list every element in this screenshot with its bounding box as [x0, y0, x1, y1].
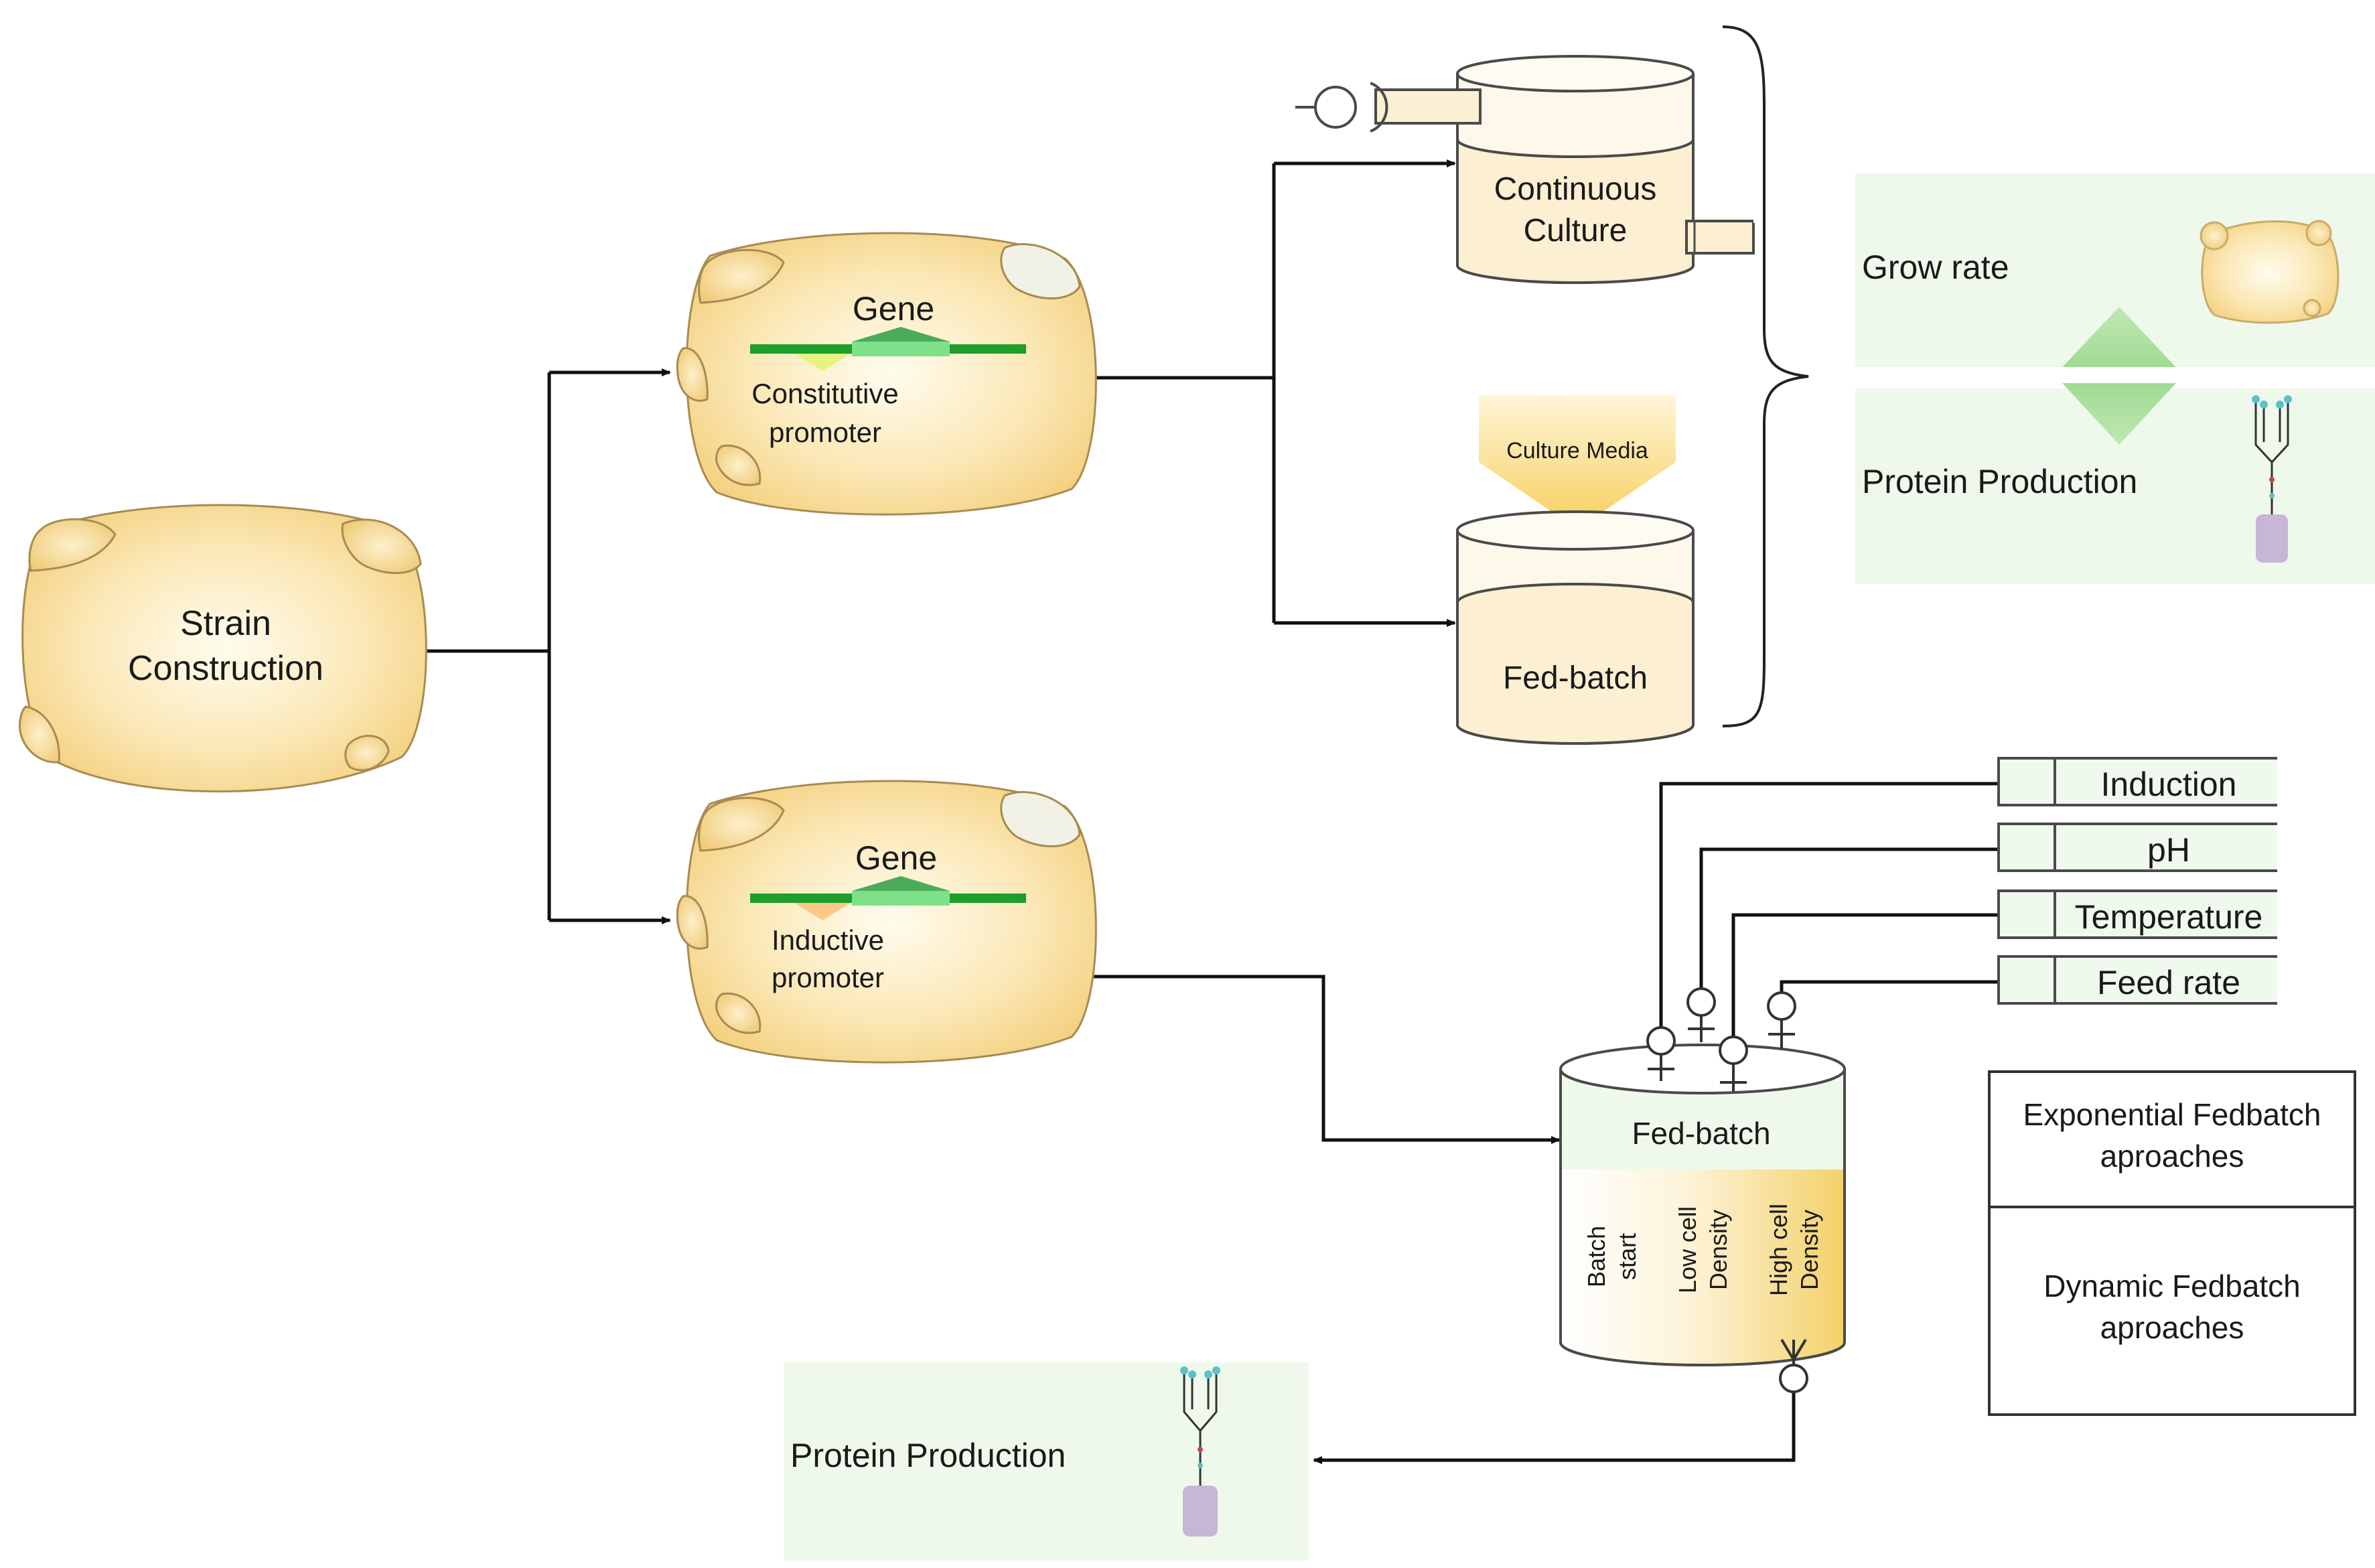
- ph-label: pH: [2147, 831, 2190, 869]
- phase-batch-start: Batch start: [1583, 1226, 1641, 1287]
- gene-label: Gene: [853, 290, 934, 328]
- induction-probe-icon: [1646, 1026, 1676, 1081]
- sensor-probes: [1646, 987, 1808, 1393]
- protein-molecule-icon: [1180, 1366, 1220, 1537]
- constitutive-promoter-line1: Constitutive: [751, 378, 898, 409]
- bud-icon: [341, 518, 422, 575]
- temperature-line: [1731, 913, 1999, 1037]
- exponential-fedbatch-line2: aproaches: [2100, 1139, 2244, 1173]
- inductive-cell: Gene Inductive promoter: [676, 780, 1097, 1064]
- temperature-probe-icon: [1719, 1036, 1748, 1092]
- dynamic-fedbatch-line1: Dynamic Fedbatch: [2043, 1269, 2301, 1303]
- culture-media-arrow: Culture Media: [1479, 395, 1676, 529]
- ph-control: pH: [1997, 823, 2283, 872]
- culture-media-label: Culture Media: [1506, 438, 1648, 464]
- inductive-promoter-line2: promoter: [772, 962, 884, 993]
- connectors: [422, 159, 1999, 1464]
- outcome-panel: Grow rate Protein Production: [1855, 173, 2375, 584]
- strain-construction-line2: Construction: [128, 649, 323, 688]
- fed-batch-top-label: Fed-batch: [1503, 660, 1648, 696]
- continuous-culture-line1: Continuous: [1494, 171, 1657, 207]
- approaches-box: Exponential Fedbatch aproaches Dynamic F…: [1988, 1070, 2356, 1416]
- phase-low-cell-line2: Density: [1705, 1210, 1732, 1290]
- continuous-culture-reactor: Continuous Culture: [1295, 55, 1756, 284]
- constitutive-promoter-line2: promoter: [769, 417, 881, 448]
- phase-batch-start-line2: start: [1613, 1233, 1641, 1280]
- bud-icon: [28, 518, 117, 572]
- phase-high-cell-density: High cell Density: [1765, 1204, 1823, 1296]
- vacuole-icon: [1000, 791, 1081, 847]
- strain-construction-line1: Strain: [180, 604, 271, 643]
- phase-low-cell-density: Low cell Density: [1674, 1206, 1732, 1293]
- induction-label: Induction: [2101, 766, 2237, 803]
- induction-control: Induction: [1997, 757, 2283, 806]
- bud-icon: [698, 796, 785, 852]
- phase-high-cell-line1: High cell: [1765, 1204, 1792, 1296]
- grow-rate-label: Grow rate: [1862, 248, 2009, 286]
- fed-batch-bottom-label: Fed-batch: [1632, 1116, 1770, 1151]
- protein-production-panel-bottom: Protein Production: [784, 1362, 1309, 1561]
- gene-label: Gene: [855, 839, 937, 877]
- feed-rate-probe-icon: [1767, 991, 1796, 1049]
- bud-icon: [19, 705, 60, 764]
- phase-low-cell-line1: Low cell: [1674, 1206, 1701, 1293]
- bud-icon: [715, 444, 762, 486]
- continuous-culture-line2: Culture: [1524, 213, 1628, 248]
- gene-construct-icon: [750, 876, 1026, 920]
- curly-brace: [1722, 25, 1809, 727]
- constitutive-cell: Gene Constitutive promoter: [676, 232, 1097, 516]
- ph-line: [1699, 847, 1999, 989]
- protein-molecule-icon: [2252, 395, 2292, 563]
- strain-construction-cell: Strain Construction: [19, 504, 427, 793]
- feed-rate-label: Feed rate: [2097, 964, 2240, 1001]
- bud-icon: [698, 248, 785, 304]
- temperature-label: Temperature: [2075, 898, 2263, 936]
- dynamic-fedbatch-line2: aproaches: [2100, 1310, 2244, 1345]
- arrow-inductive-to-fed-batch: [1092, 975, 1561, 1144]
- feed-rate-control: Feed rate: [1997, 955, 2283, 1005]
- feed-rate-line: [1780, 980, 1999, 993]
- gene-construct-icon: [750, 327, 1026, 371]
- ph-probe-icon: [1686, 987, 1716, 1042]
- arrow-fed-batch-to-protein: [1313, 1391, 1796, 1464]
- phase-batch-start-line1: Batch: [1583, 1226, 1610, 1287]
- inlet-pump-icon: [1295, 82, 1482, 133]
- inductive-promoter-line1: Inductive: [772, 924, 884, 956]
- outlet-pipe-icon: [1685, 219, 1756, 255]
- bud-icon: [676, 347, 709, 402]
- fed-batch-reactor-bottom: Fed-batch Batch start Low cell Density H…: [1559, 1044, 1846, 1366]
- outlet-probe-icon: [1779, 1338, 1808, 1393]
- induction-line: [1659, 782, 1999, 1027]
- exponential-fedbatch-line1: Exponential Fedbatch: [2023, 1097, 2321, 1132]
- temperature-control: Temperature: [1997, 889, 2283, 939]
- vacuole-icon: [1000, 243, 1081, 299]
- bud-icon: [676, 895, 709, 950]
- yeast-cell-icon: [2200, 220, 2340, 324]
- protein-production-bottom-label: Protein Production: [790, 1437, 1066, 1474]
- bud-icon: [344, 735, 390, 772]
- fed-batch-reactor-top: Fed-batch: [1456, 510, 1695, 745]
- control-boxes: Induction pH Temperature Feed rate: [1997, 750, 2375, 1018]
- phase-high-cell-line2: Density: [1796, 1210, 1823, 1290]
- bud-icon: [715, 992, 762, 1034]
- protein-production-label: Protein Production: [1862, 463, 2137, 500]
